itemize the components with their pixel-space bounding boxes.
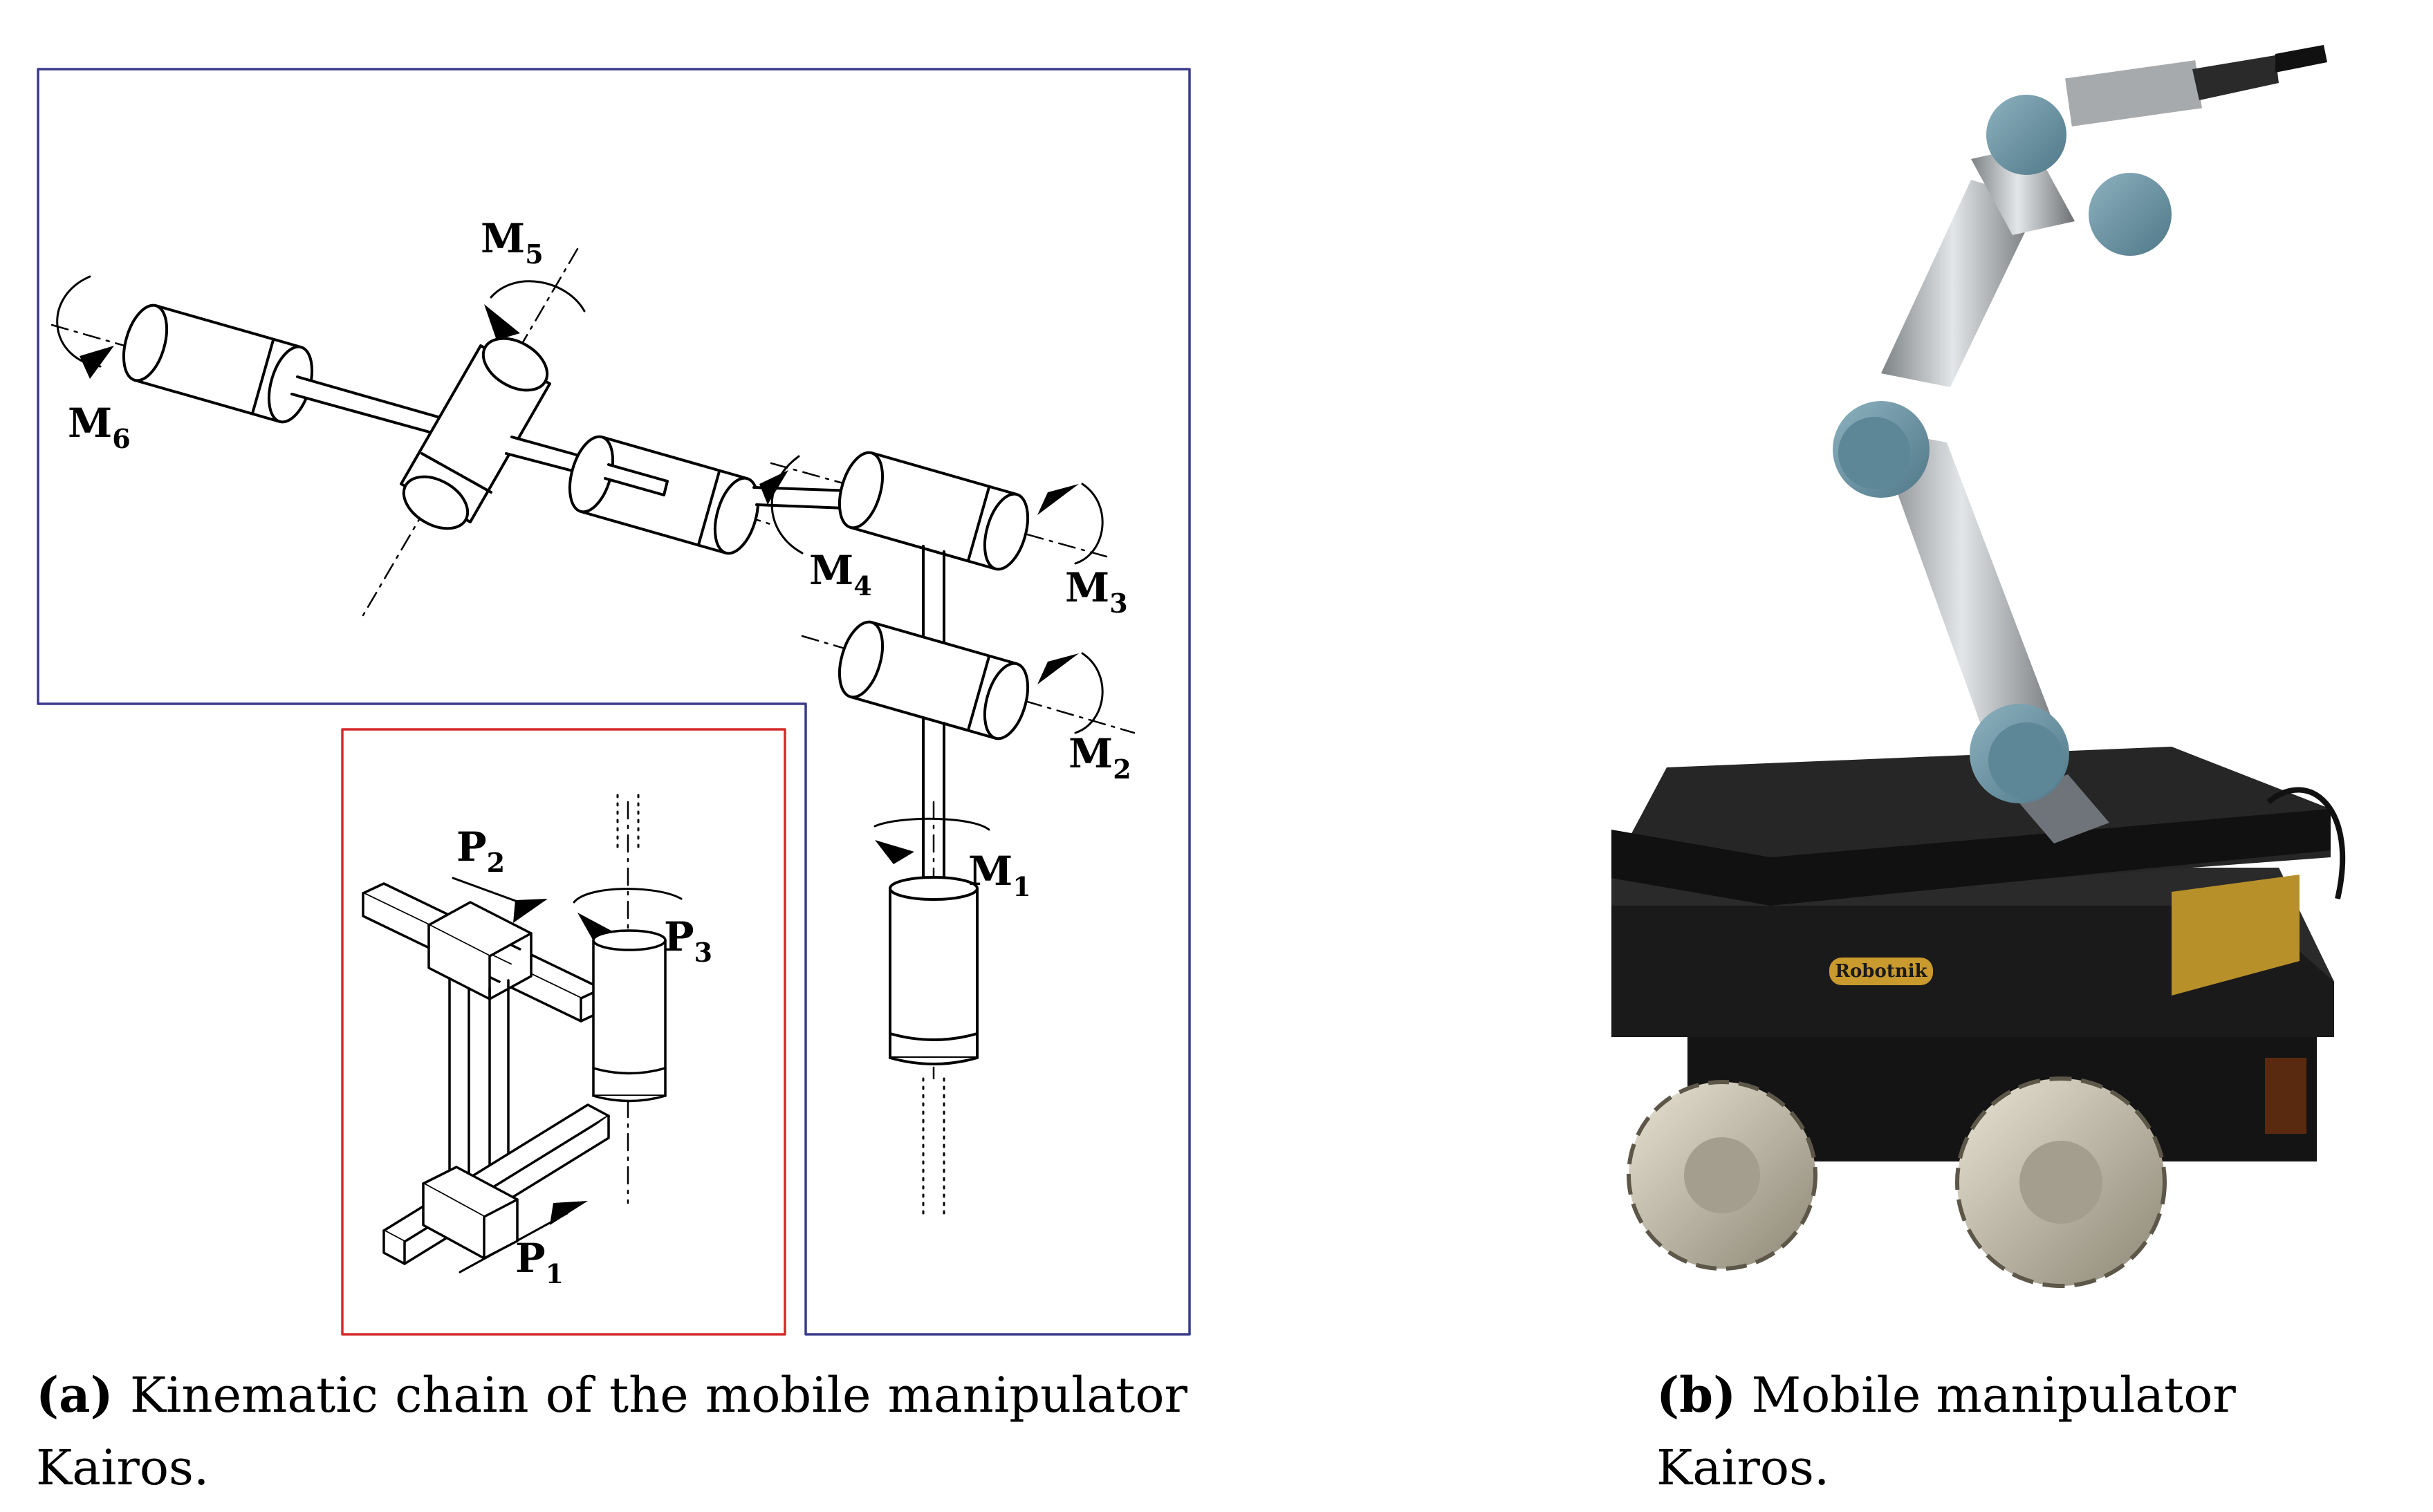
arrow-p2	[513, 899, 548, 923]
arrow-m3	[1037, 484, 1079, 515]
arrow-m5	[484, 304, 520, 340]
joint-label-m5: M5	[481, 215, 544, 270]
joint-label-p3: P3	[664, 913, 712, 968]
caption-b-label: (b)	[1656, 1366, 1737, 1424]
joint-label-index: 1	[546, 1258, 564, 1289]
joint-label-m6: M6	[68, 400, 131, 454]
joint-label-letter: P	[515, 1235, 546, 1282]
joint-label-m3: M3	[1065, 564, 1128, 619]
kairos-photo-illustration: Robotnik	[1611, 45, 2346, 1288]
joint-label-letter: M	[481, 215, 525, 262]
joint-label-m2: M2	[1069, 730, 1131, 785]
robotnik-brand-plate: Robotnik	[1829, 958, 1933, 985]
joint-label-index: 2	[1113, 754, 1131, 785]
joint-label-letter: M	[968, 848, 1012, 895]
manipulator-frame	[37, 68, 1191, 1336]
arrow-m1	[875, 840, 914, 864]
caption-a-label: (a)	[36, 1366, 113, 1424]
arrow-m6	[80, 346, 114, 379]
mecanum-wheel-right	[1955, 1076, 2167, 1288]
mecanum-wheel-left	[1627, 1080, 1817, 1271]
joint-label-index: 6	[112, 423, 130, 454]
joint-label-p1: P1	[515, 1235, 564, 1289]
joint-label-index: 1	[1012, 871, 1030, 902]
caption-a: (a) Kinematic chain of the mobile manipu…	[36, 1359, 1187, 1504]
svg-text:Robotnik: Robotnik	[1835, 961, 1927, 982]
joint-m3-cylinder	[838, 451, 1030, 571]
arrow-m2	[1037, 653, 1079, 684]
mobile-base-frame	[341, 728, 786, 1336]
joint-label-letter: M	[809, 547, 853, 594]
joint-label-index: 4	[853, 570, 871, 601]
arrow-p1	[550, 1201, 588, 1225]
joint-m5-cylinder	[400, 337, 551, 530]
joint-label-letter: M	[68, 400, 112, 447]
arrow-m4	[759, 470, 788, 505]
joint-label-m1: M1	[968, 848, 1031, 902]
joint-label-p2: P2	[456, 823, 505, 878]
caption-b: (b) Mobile manipulator Kairos.	[1656, 1359, 2396, 1504]
caption-a-text: Kinematic chain of the mobile manipulato…	[36, 1367, 1187, 1496]
joint-label-letter: M	[1065, 564, 1109, 611]
joint-label-letter: P	[664, 913, 694, 960]
joint-label-index: 2	[487, 847, 505, 878]
joint-label-index: 3	[694, 937, 712, 968]
joint-label-letter: P	[456, 823, 487, 870]
joint-m6-cylinder	[122, 304, 314, 424]
robot-arm	[1833, 45, 2346, 899]
joint-m2-cylinder	[838, 620, 1030, 740]
base-prismatic-joints	[362, 882, 667, 1265]
joint-label-index: 5	[525, 239, 543, 270]
joint-label-index: 3	[1109, 588, 1127, 619]
caption-b-text: Mobile manipulator Kairos.	[1656, 1367, 2236, 1496]
joint-label-m4: M4	[809, 547, 872, 601]
joint-m4-cylinder	[568, 435, 760, 555]
joint-m1-cylinder	[889, 876, 979, 1065]
joint-label-letter: M	[1069, 730, 1113, 777]
wrist-joint-cap	[2089, 173, 2172, 256]
